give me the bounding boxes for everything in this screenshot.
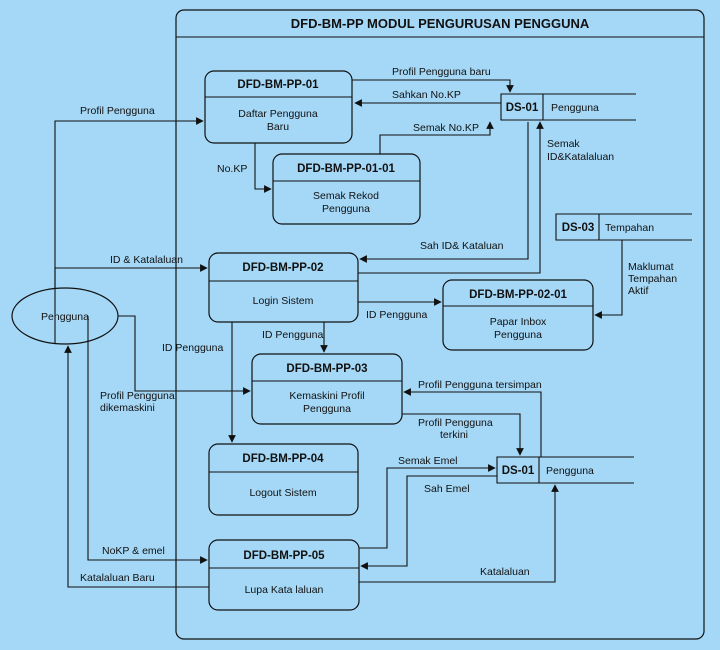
flow-id-katalaluan: ID & Katalaluan: [54, 254, 208, 344]
flow-label-line: dikemaskini: [100, 402, 155, 414]
process-dfd-bm-pp-01-01[interactable]: DFD-BM-PP-01-01 Semak Rekod Pengguna: [272, 153, 421, 225]
flow-sah-id-kataluan: Sah ID& Kataluan: [359, 122, 529, 263]
datastore-id: DS-03: [562, 222, 595, 234]
process-name-line: Semak Rekod: [313, 190, 379, 202]
flow-label-line: Semak: [547, 138, 580, 150]
flow-katalaluan-baru: Katalaluan Baru: [64, 345, 209, 588]
flow-label: Profil Pengguna tersimpan: [418, 379, 542, 391]
flow-label: ID Pengguna: [162, 342, 223, 354]
process-dfd-bm-pp-02[interactable]: DFD-BM-PP-02 Login Sistem: [208, 252, 359, 323]
flow-label: Semak No.KP: [413, 122, 479, 134]
process-dfd-bm-pp-02-01[interactable]: DFD-BM-PP-02-01 Papar Inbox Pengguna: [442, 279, 594, 351]
datastore-name: Tempahan: [605, 222, 654, 234]
entity-pengguna[interactable]: Pengguna: [11, 287, 119, 345]
flow-id-pengguna-to-kemaskini: ID Pengguna: [262, 322, 328, 353]
flow-katalaluan: Katalaluan: [359, 484, 559, 583]
process-name-line: Login Sistem: [253, 295, 314, 307]
process-dfd-bm-pp-01[interactable]: DFD-BM-PP-01 Daftar Pengguna Baru: [204, 70, 353, 144]
datastore-name: Pengguna: [546, 465, 594, 477]
flow-profil-terkini: Profil Pengguna terkini: [402, 413, 524, 456]
process-name-line: Logout Sistem: [249, 487, 316, 499]
process-name-line: Kemaskini Profil: [289, 390, 364, 402]
flow-label-line: Profil Pengguna: [100, 390, 175, 402]
flow-label: Sah Emel: [424, 483, 470, 495]
process-id: DFD-BM-PP-01: [237, 79, 319, 91]
datastore-name: Pengguna: [551, 102, 599, 114]
flow-profil-dikemaskini: Profil Pengguna dikemaskini: [100, 315, 251, 414]
flow-label: ID Pengguna: [262, 329, 323, 341]
datastore-id: DS-01: [506, 102, 539, 114]
datastore-ds-01-top[interactable]: DS-01 Pengguna: [500, 93, 636, 121]
flow-semak-no-kp: Semak No.KP: [379, 121, 494, 154]
process-id: DFD-BM-PP-02-01: [469, 289, 567, 301]
datastore-ds-03[interactable]: DS-03 Tempahan: [555, 213, 692, 241]
process-name-line: Pengguna: [322, 203, 370, 215]
process-id: DFD-BM-PP-04: [242, 453, 324, 465]
flow-label: Sahkan No.KP: [392, 89, 461, 101]
flow-label: Katalaluan Baru: [80, 572, 155, 584]
flow-label: No.KP: [217, 163, 247, 175]
flow-id-pengguna-to-logout: ID Pengguna: [162, 322, 236, 443]
flow-sah-emel: Sah Emel: [360, 475, 497, 570]
flow-semak-id-katalaluan: Semak ID&Katalaluan: [358, 121, 614, 274]
datastore-id: DS-01: [502, 465, 535, 477]
flow-label: Katalaluan: [480, 566, 530, 578]
flow-label: Profil Pengguna baru: [392, 66, 491, 78]
process-id: DFD-BM-PP-03: [286, 363, 367, 375]
flow-label: Semak Emel: [398, 455, 458, 467]
process-name-line: Papar Inbox: [490, 316, 547, 328]
flow-label: ID & Katalaluan: [110, 254, 183, 266]
process-id: DFD-BM-PP-01-01: [297, 163, 395, 175]
flow-label-line: Aktif: [628, 285, 649, 297]
process-name-line: Pengguna: [303, 403, 351, 415]
flow-nokp-emel: NoKP & emel: [87, 316, 208, 564]
flow-no-kp: No.KP: [217, 143, 272, 193]
process-dfd-bm-pp-03[interactable]: DFD-BM-PP-03 Kemaskini Profil Pengguna: [251, 353, 403, 425]
flow-profil-pengguna: Profil Pengguna: [54, 105, 204, 288]
flow-label-line: Profil Pengguna: [418, 417, 493, 429]
process-name-line: Daftar Pengguna: [238, 108, 318, 120]
process-id: DFD-BM-PP-02: [242, 262, 323, 274]
entity-label: Pengguna: [41, 311, 89, 323]
diagram-title: DFD-BM-PP MODUL PENGURUSAN PENGGUNA: [291, 16, 590, 31]
flow-id-pengguna-to-inbox: ID Pengguna: [358, 298, 442, 321]
process-name-line: Lupa Kata laluan: [245, 584, 324, 596]
datastore-ds-01-bottom[interactable]: DS-01 Pengguna: [496, 456, 634, 484]
process-id: DFD-BM-PP-05: [243, 550, 325, 562]
process-name-line: Baru: [267, 121, 289, 133]
flow-label-line: ID&Katalaluan: [547, 151, 614, 163]
flow-label-line: Tempahan: [628, 273, 677, 285]
flow-profil-tersimpan: Profil Pengguna tersimpan: [403, 379, 542, 457]
flow-label: NoKP & emel: [102, 545, 165, 557]
flow-label: Profil Pengguna: [80, 105, 155, 117]
flow-maklumat-tempahan-aktif: Maklumat Tempahan Aktif: [594, 240, 677, 319]
process-dfd-bm-pp-05[interactable]: DFD-BM-PP-05 Lupa Kata laluan: [208, 539, 360, 611]
flow-label: Sah ID& Kataluan: [420, 240, 504, 252]
flow-sahkan-no-kp: Sahkan No.KP: [354, 89, 501, 107]
flow-label: ID Pengguna: [366, 309, 427, 321]
process-dfd-bm-pp-04[interactable]: DFD-BM-PP-04 Logout Sistem: [208, 443, 359, 516]
process-name-line: Pengguna: [494, 329, 542, 341]
flow-semak-emel: Semak Emel: [359, 455, 496, 549]
flow-label-line: Maklumat: [628, 261, 674, 273]
flow-profil-pengguna-baru: Profil Pengguna baru: [352, 66, 514, 93]
flow-label-line: terkini: [440, 429, 468, 441]
